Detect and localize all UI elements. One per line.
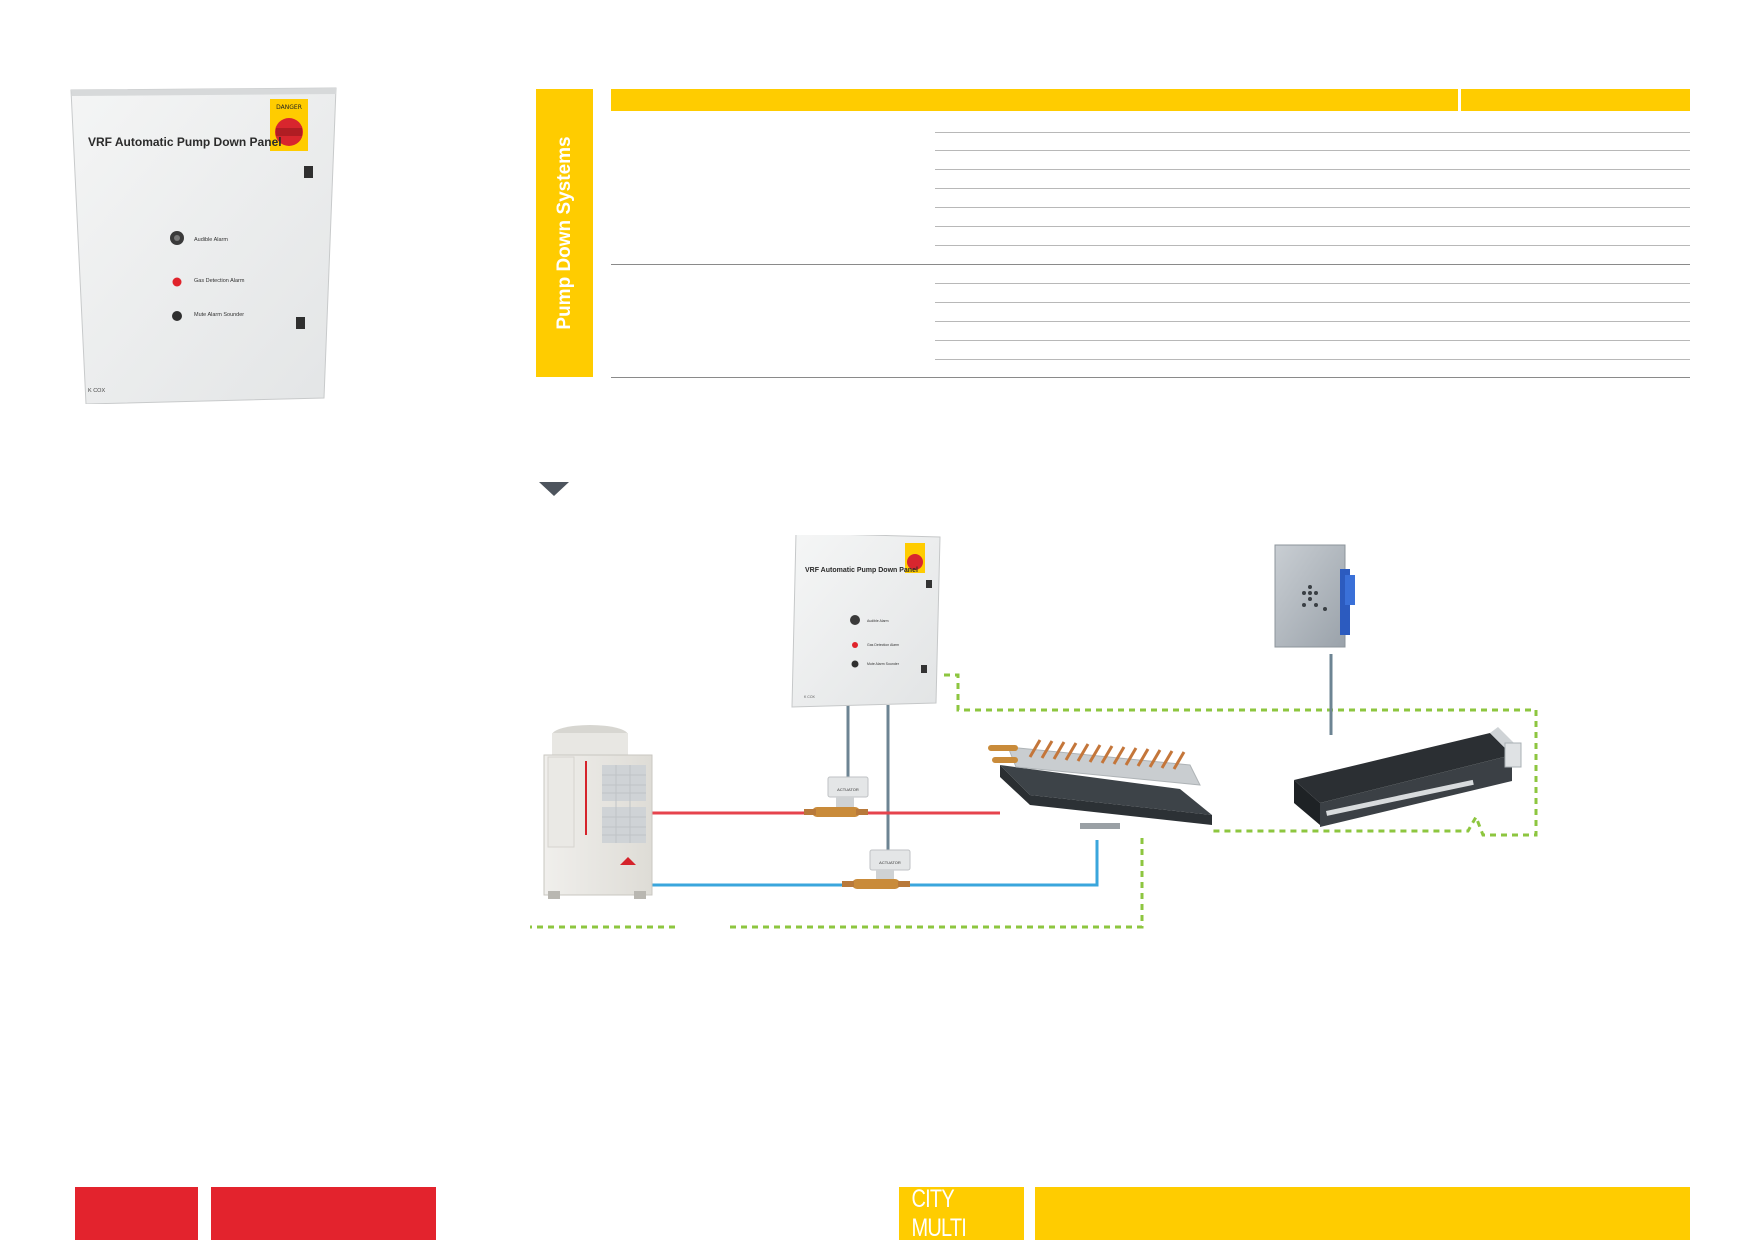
table-row-rule <box>935 132 1690 133</box>
svg-text:Gas Detection Alarm: Gas Detection Alarm <box>194 278 245 284</box>
table-row-rule <box>935 207 1690 208</box>
system-diagram: VRF Automatic Pump Down Panel Audible Al… <box>524 532 1630 935</box>
table-group-rule <box>611 264 1690 265</box>
control-cables <box>846 654 1333 850</box>
table-row-rule <box>935 340 1690 341</box>
footer-red-bar <box>211 1187 436 1240</box>
spec-table-header <box>611 89 1458 111</box>
table-bottom-rule <box>611 377 1690 378</box>
table-row-rule <box>935 150 1690 151</box>
table-row-rule <box>935 245 1690 246</box>
footer-red-block <box>75 1187 198 1240</box>
section-tab: Pump Down Systems <box>536 89 593 377</box>
pump-down-panel-photo: DANGER VRF Automatic Pump Down Panel Aud… <box>70 86 338 405</box>
svg-text:ACTUATOR: ACTUATOR <box>837 787 859 792</box>
actuated-valve-gas-icon: ACTUATOR <box>842 849 911 889</box>
svg-text:K COX: K COX <box>804 695 816 699</box>
table-row-rule <box>935 359 1690 360</box>
footer-yellow-bar <box>1035 1187 1690 1240</box>
gas-line <box>652 840 1099 887</box>
table-row-rule <box>935 321 1690 322</box>
section-tab-title: Pump Down Systems <box>553 136 575 330</box>
table-row-rule <box>935 283 1690 284</box>
svg-text:Audible Alarm: Audible Alarm <box>194 237 228 243</box>
svg-text:DANGER: DANGER <box>276 104 302 111</box>
table-row-rule <box>935 188 1690 189</box>
table-row-rule <box>935 226 1690 227</box>
ducted-indoor-unit-icon <box>1294 727 1522 827</box>
svg-text:VRF Automatic Pump Down Panel: VRF Automatic Pump Down Panel <box>805 567 918 574</box>
brand-name: CITY MULTI <box>911 1184 967 1242</box>
svg-text:ACTUATOR: ACTUATOR <box>879 860 901 865</box>
table-row-rule <box>935 302 1690 303</box>
ceiling-cassette-unit-icon <box>988 739 1212 829</box>
footer-brand-logo: CITY MULTI <box>899 1184 1024 1242</box>
diagram-pump-down-panel-icon: VRF Automatic Pump Down Panel Audible Al… <box>791 532 941 708</box>
svg-text:Gas Detection Alarm: Gas Detection Alarm <box>867 643 899 647</box>
svg-text:Mute Alarm Sounder: Mute Alarm Sounder <box>867 662 900 666</box>
svg-text:Mute Alarm Sounder: Mute Alarm Sounder <box>194 312 244 318</box>
gas-leak-detector-icon <box>1274 544 1355 648</box>
svg-text:Audible Alarm: Audible Alarm <box>867 619 889 623</box>
photo-panel-title: VRF Automatic Pump Down Panel <box>88 135 282 149</box>
outdoor-unit-icon <box>543 725 653 899</box>
section-marker-icon <box>539 482 569 496</box>
spec-table-header-column <box>1461 89 1690 111</box>
actuated-valve-liquid-icon: ACTUATOR <box>804 776 869 817</box>
svg-text:K COX: K COX <box>88 388 105 394</box>
pump-down-panel-icon: DANGER VRF Automatic Pump Down Panel Aud… <box>70 87 337 405</box>
table-row-rule <box>935 169 1690 170</box>
